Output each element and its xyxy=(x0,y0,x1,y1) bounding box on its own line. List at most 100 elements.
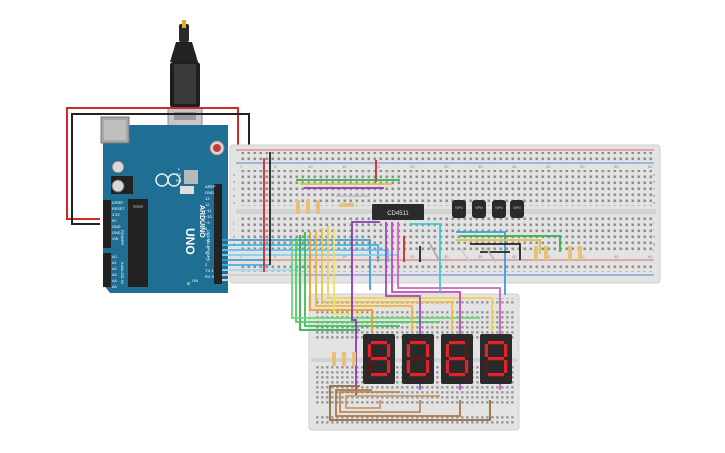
on-led-label: ON xyxy=(192,278,198,283)
segment-e xyxy=(484,360,488,373)
digital-pin-label: 13 xyxy=(205,196,210,201)
digital-pin-label: 8 xyxy=(205,226,208,231)
power-pin-label: GND xyxy=(112,225,121,229)
digital-pin-label: ~3 xyxy=(205,256,210,261)
decimal-point xyxy=(467,376,471,380)
row-letter: h xyxy=(653,234,655,239)
segment-g xyxy=(488,357,504,361)
ic-label: CD4511 xyxy=(387,211,409,217)
row-letter: f xyxy=(653,248,655,253)
power-header-title: POWER xyxy=(120,230,125,245)
cd4511-decoder-ic[interactable]: CD4511 xyxy=(372,204,424,220)
segment-e xyxy=(367,360,371,373)
seven-segment-display-2[interactable] xyxy=(402,334,434,384)
column-number: 55 xyxy=(614,254,619,259)
column-number: 10 xyxy=(308,164,313,169)
column-number: 15 xyxy=(342,254,347,259)
digital-header-title: DIGITAL (PWM~) xyxy=(206,230,211,262)
segment-c xyxy=(387,360,391,373)
segment-b xyxy=(426,344,430,357)
seven-segment-displays[interactable] xyxy=(363,334,512,384)
digital-pin-label: RX 0 xyxy=(205,274,215,279)
row-letter: b xyxy=(233,193,236,198)
transistor-3[interactable]: NPN xyxy=(492,200,506,218)
column-number: 5 xyxy=(274,164,277,169)
row-letter: a xyxy=(233,200,236,205)
atmega-chip xyxy=(128,199,148,287)
column-numbers: 1155101015152020252530303535404045455050… xyxy=(240,164,653,259)
column-number: 35 xyxy=(478,164,483,169)
segment-f xyxy=(367,344,371,357)
column-number: 1 xyxy=(240,254,243,259)
segment-f xyxy=(484,344,488,357)
row-letter: c xyxy=(233,186,235,191)
row-letter: b xyxy=(653,193,656,198)
digital-pin-label: 12 xyxy=(205,202,210,207)
segment-c xyxy=(504,360,508,373)
segment-f xyxy=(445,344,449,357)
column-number: 60 xyxy=(648,164,653,169)
analog-header xyxy=(103,253,111,287)
seven-segment-display-1[interactable] xyxy=(363,334,395,384)
arduino-uno-board[interactable]: ARDUINO UNO DIGITAL (PWM~) POWER ANALOG … xyxy=(100,116,228,293)
row-letter: i xyxy=(653,227,654,232)
digital-pin-label: 2 xyxy=(205,262,208,267)
row-letter: e xyxy=(233,172,236,177)
segment-g xyxy=(371,357,387,361)
row-letter: i xyxy=(233,227,234,232)
resistors-main[interactable] xyxy=(296,200,582,260)
power-pin-label: IOREF xyxy=(112,201,124,205)
column-number: 35 xyxy=(478,254,483,259)
analog-pin-label: A0 xyxy=(112,255,117,259)
row-letter: j xyxy=(232,220,234,225)
segment-c xyxy=(465,360,469,373)
seven-segment-display-4[interactable] xyxy=(480,334,512,384)
power-pin-label: GND xyxy=(112,231,121,235)
segment-c xyxy=(426,360,430,373)
row-letter: g xyxy=(233,241,235,246)
seven-segment-display-3[interactable] xyxy=(441,334,473,384)
decimal-point xyxy=(428,376,432,380)
column-number: 60 xyxy=(648,254,653,259)
digital-pin-label: ~6 xyxy=(205,238,210,243)
rx-led-label: RX xyxy=(176,178,182,183)
segment-e xyxy=(445,360,449,373)
column-number: 30 xyxy=(444,254,449,259)
power-pin-label: VIN xyxy=(112,237,119,241)
column-number: 55 xyxy=(614,164,619,169)
segment-g xyxy=(449,357,465,361)
tx-led-label: TX xyxy=(176,172,181,177)
row-letter: d xyxy=(653,179,655,184)
row-letter: c xyxy=(653,186,655,191)
column-number: 30 xyxy=(444,164,449,169)
column-number: 25 xyxy=(410,164,415,169)
power-pin-label: RESET xyxy=(112,207,125,211)
transistor-label: NPN xyxy=(513,206,521,210)
transistor-1[interactable]: NPN xyxy=(452,200,466,218)
digital-pin-label: TX 1 xyxy=(205,268,214,273)
transistor-4[interactable]: NPN xyxy=(510,200,524,218)
transistor-2[interactable]: NPN xyxy=(472,200,486,218)
analog-pin-label: A3 xyxy=(112,273,117,277)
column-number: 40 xyxy=(512,254,517,259)
transistor-label: NPN xyxy=(495,206,503,210)
digital-pin-label: 4 xyxy=(205,250,208,255)
segment-g xyxy=(410,357,426,361)
analog-pin-label: A1 xyxy=(112,261,117,265)
column-number: 40 xyxy=(512,164,517,169)
transistor-label: NPN xyxy=(475,206,483,210)
row-letter: h xyxy=(233,234,235,239)
npn-transistors[interactable]: NPN NPN NPN NPN xyxy=(452,200,524,218)
analog-header-title: ANALOG IN xyxy=(120,262,125,284)
row-letter: j xyxy=(652,220,654,225)
row-letter: d xyxy=(233,179,235,184)
arduino-brand: ARDUINO xyxy=(198,205,205,238)
segment-d xyxy=(449,373,465,377)
analog-pin-label: A4 xyxy=(112,279,117,283)
digital-pin-label: ~10 xyxy=(205,214,213,219)
resistors-display[interactable] xyxy=(332,352,356,366)
power-pin-label: 5V xyxy=(112,219,117,223)
segment-f xyxy=(406,344,410,357)
